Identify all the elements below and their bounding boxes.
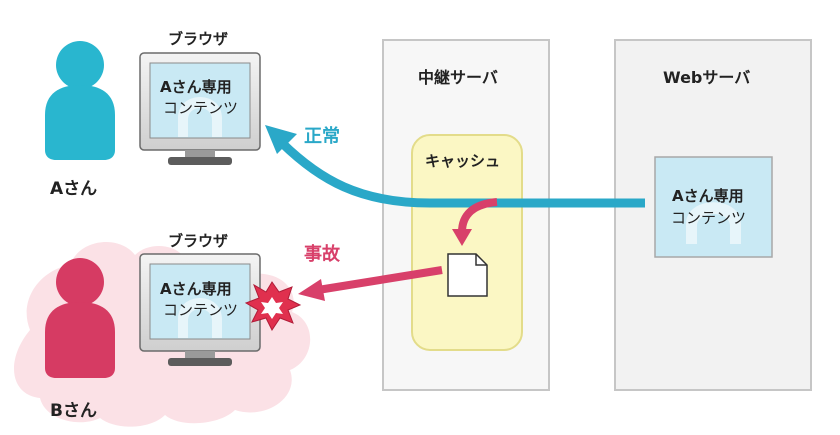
browser-title-bottom: ブラウザ xyxy=(168,232,229,250)
web-server-title: Webサーバ xyxy=(663,68,751,87)
cache-arrow xyxy=(452,198,498,246)
browser-content-top-line2: コンテンツ xyxy=(163,99,239,117)
browser-monitor-top xyxy=(139,52,261,165)
browser-monitor-bottom xyxy=(139,253,261,366)
user-b-label: Bさん xyxy=(50,401,97,421)
cached-document-icon xyxy=(447,253,488,297)
browser-content-top-line1: Aさん専用 xyxy=(160,78,232,96)
relay-server-title: 中継サーバ xyxy=(418,68,498,87)
browser-title-top: ブラウザ xyxy=(168,30,229,48)
user-a-label: Aさん xyxy=(50,179,98,199)
normal-arrow xyxy=(265,125,645,208)
accident-arrow xyxy=(298,266,443,301)
cache-label: キャッシュ xyxy=(425,152,501,170)
person-a-icon xyxy=(45,41,115,160)
browser-content-bottom-line1: Aさん専用 xyxy=(160,280,232,298)
web-content-line1: Aさん専用 xyxy=(672,187,744,205)
web-content-box xyxy=(654,156,773,258)
cache-box xyxy=(411,134,523,351)
browser-content-bottom-line2: コンテンツ xyxy=(163,301,239,319)
person-b-icon xyxy=(45,258,115,378)
accident-label: 事故 xyxy=(304,244,340,265)
incident-burst-icon xyxy=(244,281,302,331)
web-content-line2: コンテンツ xyxy=(671,209,747,227)
web-server-box xyxy=(614,39,812,391)
normal-label: 正常 xyxy=(304,126,340,147)
